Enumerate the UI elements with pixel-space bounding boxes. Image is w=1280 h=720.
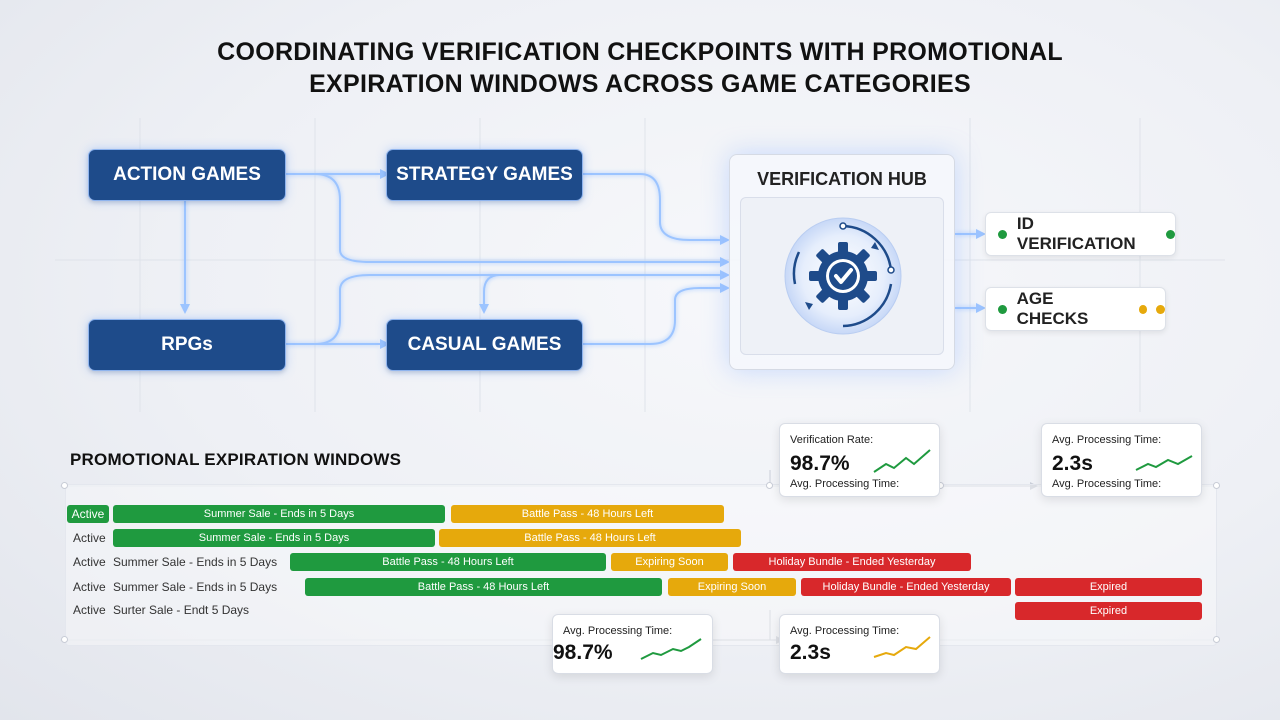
metric-label: Avg. Processing Time: [790,625,900,637]
category-rpgs-label: RPGs [161,334,213,355]
promo-bar[interactable]: Holiday Bundle - Ended Yesterday [801,578,1011,596]
status-dot [998,304,1007,314]
timeline-node [61,636,68,643]
promo-bar[interactable]: Battle Pass - 48 Hours Left [439,529,741,547]
timeline-node [1213,636,1220,643]
row-status-label: Active [73,580,106,594]
timeline-node [766,482,773,489]
metric-value: 2.3s [790,641,831,664]
verification-hub-panel [740,197,944,355]
row-status-label: Active [73,603,106,617]
category-casual-games-label: CASUAL GAMES [407,334,562,355]
promo-bar[interactable]: Battle Pass - 48 Hours Left [451,505,724,523]
sparkline-icon [873,449,931,473]
sparkline-icon [640,638,702,660]
verification-hub-title: VERIFICATION HUB [757,169,927,189]
status-dot [998,229,1007,239]
metric-value: 98.7% [553,641,613,664]
sparkline-icon [1135,455,1193,471]
category-action-games[interactable]: ACTION GAMES [88,149,286,201]
page-title-line1: COORDINATING VERIFICATION CHECKPOINTS WI… [217,38,1063,66]
metric-value: 2.3s [1052,452,1093,475]
metric-card-processing-time: Avg. Processing Time: 2.3s Avg. Processi… [1041,423,1202,497]
id-verification-label: ID VERIFICATION [1016,214,1136,253]
metric-card-processing-time: Avg. Processing Time: 2.3s [779,614,940,674]
metric-label: Avg. Processing Time: [563,625,673,637]
timeline-title: PROMOTIONAL EXPIRATION WINDOWS [70,450,402,469]
promo-bar[interactable]: Summer Sale - Ends in 5 Days [113,529,435,547]
metric-sublabel: Avg. Processing Time: [1052,478,1162,490]
row-status-label: Active [73,531,106,545]
category-rpgs[interactable]: RPGs [88,319,286,371]
metric-label: Avg. Processing Time: [1052,434,1162,446]
metric-card-verification-rate: Verification Rate: 98.7% Avg. Processing… [779,423,940,497]
category-strategy-games-label: STRATEGY GAMES [396,164,573,185]
promo-bar[interactable]: Expired [1015,602,1202,620]
metric-label: Verification Rate: [790,434,874,446]
row-status-badge: Active [67,505,109,523]
promo-bar[interactable]: Battle Pass - 48 Hours Left [305,578,662,596]
sparkline-icon [873,636,931,658]
promo-bar[interactable]: Holiday Bundle - Ended Yesterday [733,553,971,571]
id-verification-check[interactable]: ID VERIFICATION [985,212,1176,256]
category-casual-games[interactable]: CASUAL GAMES [386,319,583,371]
page-title: COORDINATING VERIFICATION CHECKPOINTS WI… [0,36,1280,100]
category-strategy-games[interactable]: STRATEGY GAMES [386,149,583,201]
metric-card-processing-time: Avg. Processing Time: 98.7% [552,614,713,674]
category-action-games-label: ACTION GAMES [113,164,261,185]
promo-bar[interactable]: Battle Pass - 48 Hours Left [290,553,606,571]
row-promo-label: Summer Sale - Ends in 5 Days [113,555,278,569]
promo-bar[interactable]: Expiring Soon [668,578,796,596]
status-dot [1156,304,1165,314]
page-title-line2: EXPIRATION WINDOWS ACROSS GAME CATEGORIE… [309,70,971,98]
status-dot [1138,304,1148,314]
metric-value: 98.7% [790,452,850,475]
row-status-label: Active [73,555,106,569]
age-checks-label: AGE CHECKS [1016,289,1089,328]
status-dot [1166,229,1175,239]
timeline-node [61,482,68,489]
verification-hub[interactable]: VERIFICATION HUB [729,154,955,370]
timeline-node [1213,482,1220,489]
row-promo-label: Summer Sale - Ends in 5 Days [113,580,278,594]
age-checks-check[interactable]: AGE CHECKS [985,287,1166,331]
promo-bar[interactable]: Summer Sale - Ends in 5 Days [113,505,445,523]
row-promo-label: Surter Sale - Endt 5 Days [113,603,250,617]
promo-bar[interactable]: Expired [1015,578,1202,596]
metric-sublabel: Avg. Processing Time: [790,478,900,490]
gear-check-icon [775,208,911,349]
promo-bar[interactable]: Expiring Soon [611,553,728,571]
